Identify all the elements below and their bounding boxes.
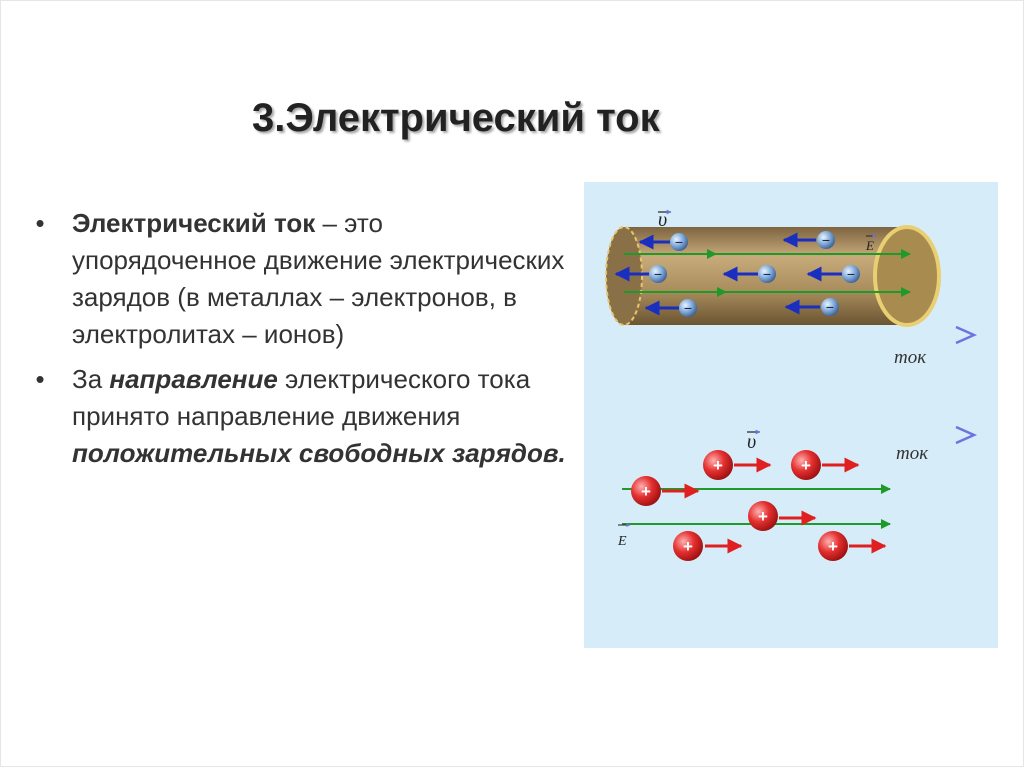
electron: − (817, 231, 835, 249)
diagram-svg: − − − − − − − υ E ток ток υ (605, 209, 978, 561)
electron: − (842, 265, 860, 283)
svg-text:+: + (713, 456, 723, 475)
svg-text:−: − (822, 232, 830, 248)
svg-text:E: E (865, 238, 874, 253)
field-lines-top (624, 249, 911, 297)
term-direction: направление (109, 364, 278, 394)
svg-text:E: E (617, 534, 627, 549)
svg-text:+: + (758, 507, 768, 526)
svg-text:+: + (641, 482, 651, 501)
slide-title: 3.Электрический ток (252, 96, 660, 140)
bullet-item-direction: • За направление электрического тока при… (30, 361, 570, 472)
electron-balls: − − − − − − − (649, 231, 860, 317)
positive-charge: + (818, 531, 848, 561)
electron: − (758, 265, 776, 283)
electron: − (649, 265, 667, 283)
current-label-top: ток (894, 347, 927, 368)
svg-text:υ: υ (658, 209, 667, 231)
positive-charge: + (748, 501, 778, 531)
positive-charges: + + + + + + (631, 450, 848, 561)
svg-text:−: − (847, 266, 855, 282)
svg-text:+: + (801, 456, 811, 475)
svg-text:−: − (684, 300, 692, 316)
electron: − (670, 233, 688, 251)
svg-text:+: + (828, 537, 838, 556)
velocity-label-top: υ (658, 209, 672, 231)
positive-charge: + (673, 531, 703, 561)
electron: − (821, 298, 839, 316)
current-arrow-top (866, 325, 978, 345)
current-arrow-bottom (866, 425, 978, 445)
electron-arrows (614, 232, 842, 316)
positive-charge: + (791, 450, 821, 480)
current-label-bottom: ток (896, 443, 929, 464)
velocity-label-bottom: υ (747, 429, 761, 453)
bullet-marker: • (35, 208, 45, 238)
svg-text:−: − (675, 234, 683, 250)
term-electric-current: Электрический ток (72, 208, 316, 238)
direction-emphasis: положительных свободных зарядов. (72, 438, 566, 468)
svg-text:υ: υ (747, 431, 756, 453)
bullet-item-definition: • Электрический ток – это упорядоченное … (30, 205, 570, 353)
electron: − (679, 299, 697, 317)
direction-prefix: За (72, 364, 110, 394)
bullet-marker: • (35, 364, 45, 394)
positive-charge: + (703, 450, 733, 480)
definition-text: – это упорядоченное движение электрическ… (72, 208, 565, 349)
positive-charge-arrows (662, 457, 887, 554)
current-diagram: − − − − − − − υ E ток ток υ (584, 182, 998, 648)
positive-charge: + (631, 476, 661, 506)
field-label-bottom: E (617, 523, 631, 549)
field-label-top: E (865, 234, 877, 253)
svg-text:+: + (683, 537, 693, 556)
svg-text:−: − (654, 266, 662, 282)
svg-text:−: − (763, 266, 771, 282)
svg-text:−: − (826, 299, 834, 315)
bullet-list: • Электрический ток – это упорядоченное … (30, 205, 570, 472)
direction-text: электрического тока принято направление … (72, 364, 531, 431)
